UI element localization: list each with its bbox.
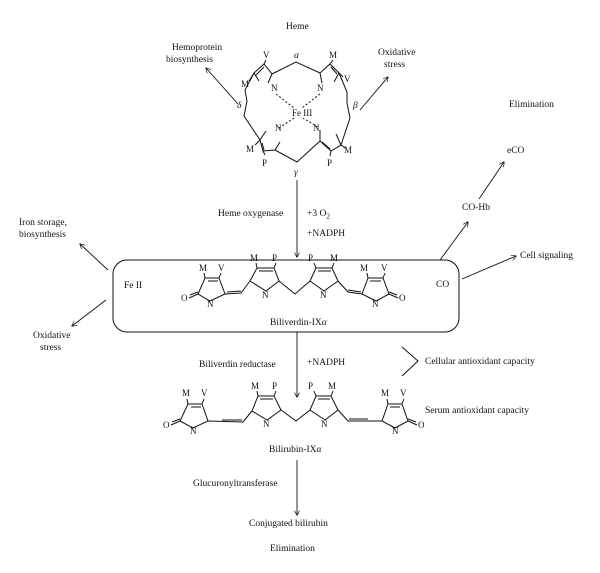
arrow-to-oxidative-stress-left <box>72 299 107 326</box>
o2-cofactor-label: +3 O2 <box>307 209 330 221</box>
biliverdin-box <box>112 259 460 333</box>
biliverdin-m-2: M <box>250 253 258 263</box>
bilirubin-n-1: N <box>190 426 197 436</box>
arrow-to-hemoprotein <box>206 68 239 105</box>
biliverdin-m-1: M <box>199 263 207 273</box>
biliverdin-m-4: M <box>360 263 368 273</box>
biliverdin-m-3: M <box>330 253 338 263</box>
biliverdin-n-3: N <box>320 290 327 300</box>
heme-meso-gamma: γ <box>294 168 298 178</box>
bilirubin-o-2: O <box>418 420 425 430</box>
heme-meso-beta: β <box>352 101 358 111</box>
heme-sub-v-1: V <box>263 50 270 60</box>
biliverdin-p-1: P <box>272 253 277 263</box>
biliverdin-o-2: O <box>399 293 406 303</box>
arrow-to-cell-signaling <box>461 256 516 280</box>
antioxidant-bracket <box>401 346 419 377</box>
biliverdin-n-1: N <box>207 299 214 309</box>
cell-signaling-label: Cell signaling <box>520 251 573 261</box>
elimination-label-top: Elimination <box>509 100 554 110</box>
arrow-to-iron-storage <box>80 244 109 271</box>
bilirubin-m-1: M <box>182 388 190 398</box>
arrow-to-oxidative-stress-top <box>359 77 388 111</box>
cellular-antioxidant-label: Cellular antioxidant capacity <box>425 357 535 367</box>
biliverdin-structure: O N M V N M P N P M N M V O <box>181 253 406 309</box>
heme-sub-m-4: M <box>344 145 352 155</box>
bilirubin-o-1: O <box>163 420 170 430</box>
heme-nitrogen-4: N <box>313 123 320 133</box>
biliverdin-v-2: V <box>381 263 388 273</box>
bilirubin-structure: O N M V N M P N P M N M V O <box>163 381 425 436</box>
biliverdin-label: Biliverdin-IXα <box>270 318 328 328</box>
bilirubin-m-3: M <box>328 381 336 391</box>
heme-structure: N N N N Fe III M V M V M P P M α δ β γ <box>237 50 358 178</box>
heme-meso-delta: δ <box>237 101 242 111</box>
arrow-to-cohb <box>439 222 468 261</box>
bilirubin-p-2: P <box>308 381 313 391</box>
bilirubin-m-2: M <box>251 381 259 391</box>
hemoprotein-biosynthesis-label: Hemoprotein biosynthesis <box>166 43 225 65</box>
heme-meso-alpha: α <box>294 51 300 61</box>
conjugated-bilirubin-label: Conjugated bilirubin <box>249 519 328 529</box>
biliverdin-n-4: N <box>372 299 379 309</box>
bilirubin-n-4: N <box>392 426 399 436</box>
eco-label: eCO <box>507 146 525 156</box>
heme-sub-m-1: M <box>241 79 249 89</box>
biliverdin-n-2: N <box>262 290 269 300</box>
co-label: CO <box>436 280 449 290</box>
biliverdin-reductase-label: Biliverdin reductase <box>199 360 276 370</box>
heme-nitrogen-2: N <box>317 83 324 93</box>
bilirubin-n-2: N <box>263 419 270 429</box>
heme-sub-p-1: P <box>262 158 267 168</box>
arrow-to-eco <box>478 162 504 200</box>
heme-sub-p-2: P <box>327 158 332 168</box>
bilirubin-v-1: V <box>201 388 208 398</box>
glucuronyltransferase-label: Glucuronyltransferase <box>193 478 277 489</box>
bilirubin-n-3: N <box>321 419 328 429</box>
heme-oxygenase-label: Heme oxygenase <box>218 209 283 219</box>
elimination-label-bottom: Elimination <box>270 544 315 554</box>
cohb-label: CO-Hb <box>462 203 490 213</box>
fe-ii-label: Fe II <box>124 281 142 291</box>
heme-sub-m-3: M <box>246 144 254 154</box>
oxidative-stress-label-left: Oxidative stress <box>33 331 73 353</box>
biliverdin-v-1: V <box>218 263 225 273</box>
heme-title: Heme <box>286 22 309 32</box>
nadph-cofactor-label-2: +NADPH <box>307 358 345 368</box>
bilirubin-p-1: P <box>272 381 277 391</box>
bilirubin-v-2: V <box>400 388 407 398</box>
iron-storage-label: Iron storage, biosynthesis <box>19 218 69 240</box>
biliverdin-o-1: O <box>181 293 188 303</box>
nadph-cofactor-label-1: +NADPH <box>307 229 345 239</box>
heme-sub-v-2: V <box>344 74 351 84</box>
bilirubin-m-4: M <box>381 388 389 398</box>
serum-antioxidant-label: Serum antioxidant capacity <box>425 406 529 416</box>
heme-nitrogen-3: N <box>275 123 282 133</box>
heme-nitrogen-1: N <box>271 83 278 93</box>
oxidative-stress-label-top: Oxidative stress <box>378 48 418 70</box>
heme-sub-m-2: M <box>329 50 337 60</box>
bilirubin-label: Bilirubin-IXα <box>269 445 323 455</box>
biliverdin-p-2: P <box>308 253 313 263</box>
heme-iron-label: Fe III <box>292 108 312 118</box>
